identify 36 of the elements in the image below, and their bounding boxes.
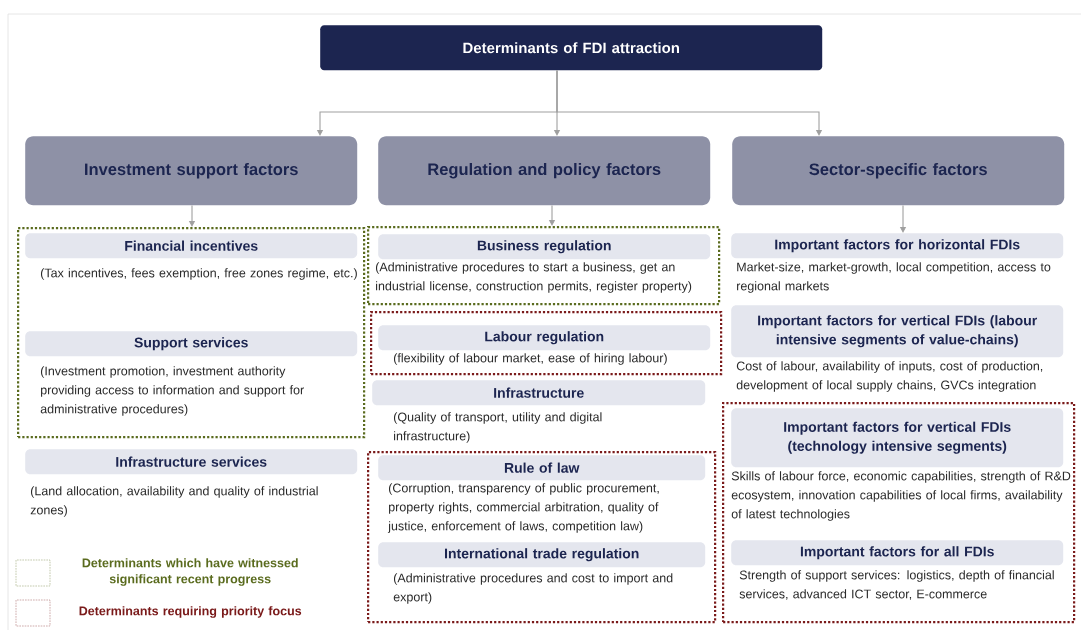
dotted-group-border: [367, 451, 717, 624]
arrow: [556, 69, 823, 136]
category-box: Regulation and policy factors: [378, 136, 711, 206]
dotted-group-border: [722, 402, 1076, 624]
factor-band: Labour regulation: [378, 325, 711, 351]
description-text: (Administrative procedures and cost to import and export): [393, 573, 673, 604]
legend-text: Determinants which have witnessed significant recent progress: [82, 558, 298, 586]
factor-band: Business regulation: [378, 234, 711, 260]
description-text: (Investment promotion, investment authority providing access to information and support for administrative procedures): [40, 366, 304, 416]
title-box: Determinants of FDI attraction: [320, 25, 823, 71]
category-box: Investment support factors: [25, 136, 358, 206]
description-text: (Tax incentives, fees exemption, free zones regime, etc.): [40, 268, 357, 280]
legend-text: Determinants requiring priority focus: [79, 606, 302, 618]
description-text: (Administrative procedures to start a business, get an industrial license, construction permits, register property): [375, 262, 692, 293]
factor-band: Rule of law: [378, 455, 706, 481]
factor-band: Financial incentives: [25, 233, 358, 259]
description-text: (Quality of transport, utility and digital infrastructure): [394, 412, 602, 443]
factor-band: Infrastructure services: [25, 449, 358, 475]
factor-band: Important factors for all FDIs: [731, 540, 1064, 566]
factor-band: International trade regulation: [378, 542, 706, 568]
dotted-group-border: [370, 311, 723, 376]
factor-band: Important factors for horizontal FDIs: [731, 233, 1064, 259]
description-text: Market-size, market-growth, local competition, access to regional markets: [737, 262, 1051, 293]
description-text: (flexibility of labour market, ease of hiring labour): [394, 353, 667, 365]
factor-band: Important factors for vertical FDIs (labour intensive segments of value-chains): [731, 305, 1064, 358]
description-text: (Land allocation, availability and quality of industrial zones): [30, 486, 318, 517]
description-text: Strength of support services: logistics, depth of financial services, advanced ICT sector, E-commerce: [739, 570, 1054, 600]
category-box: Sector-specific factors: [732, 136, 1065, 206]
description-text: (Corruption, transparency of public procurement, property rights, commercial arbitration, quality of justice, enforcement of laws, competition law): [387, 483, 659, 533]
factor-band: Support services: [25, 331, 358, 357]
factor-band: Infrastructure: [372, 380, 706, 406]
description-text: Skills of labour force, economic capabilities, strength of R&D ecosystem, innovation capabilities of local firms, availability of latest technologies: [731, 471, 1071, 521]
description-text: Cost of labour, availability of inputs, cost of production, development of local supply chains, GVCs integration: [736, 361, 1043, 392]
dotted-group-border: [367, 226, 721, 306]
dotted-group-border: [17, 227, 366, 439]
factor-band: Important factors for vertical FDIs (technology intensive segments): [731, 408, 1064, 468]
